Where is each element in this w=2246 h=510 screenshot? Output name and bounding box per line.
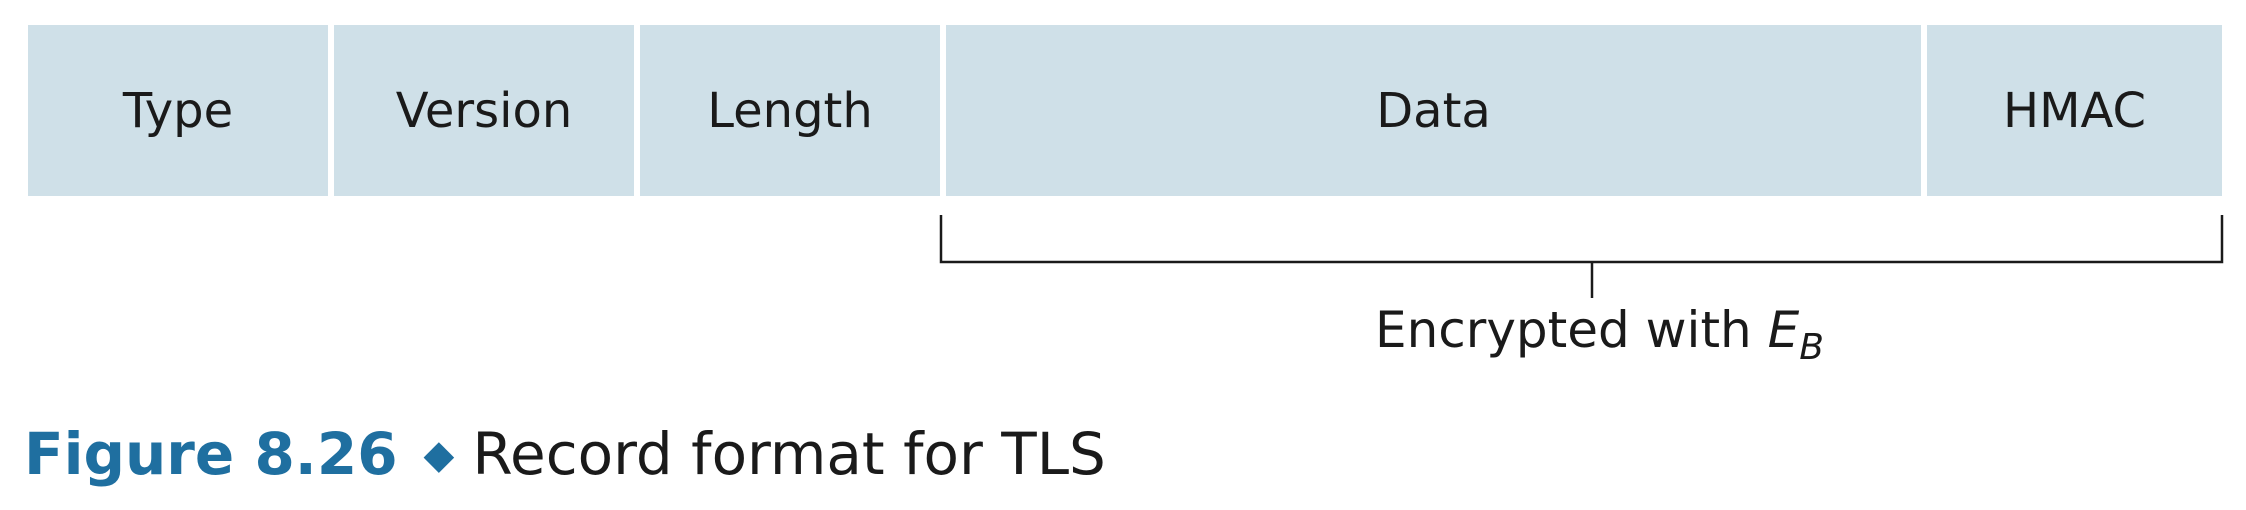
field-data: Data [946, 25, 1921, 196]
encryption-label: Encrypted with EB [1375, 305, 1824, 366]
field-hmac-label: HMAC [2002, 82, 2146, 139]
field-version-label: Version [395, 82, 573, 139]
diamond-icon: ◆ [423, 432, 455, 478]
tls-record: Type Version Length Data HMAC [28, 25, 2222, 196]
field-length-label: Length [707, 82, 873, 139]
figure-number: Figure 8.26 [24, 420, 398, 488]
field-hmac: HMAC [1927, 25, 2222, 196]
figure-title: Record format for TLS [472, 420, 1106, 488]
field-type: Type [28, 25, 328, 196]
encryption-key-variable: E [1767, 301, 1800, 359]
encryption-label-prefix: Encrypted with [1375, 301, 1768, 359]
field-type-label: Type [122, 82, 234, 139]
field-data-label: Data [1376, 82, 1491, 139]
encryption-key-subscript: B [1799, 327, 1824, 368]
field-version: Version [334, 25, 634, 196]
figure-caption: Figure 8.26◆Record format for TLS [24, 425, 1106, 483]
field-length: Length [640, 25, 940, 196]
